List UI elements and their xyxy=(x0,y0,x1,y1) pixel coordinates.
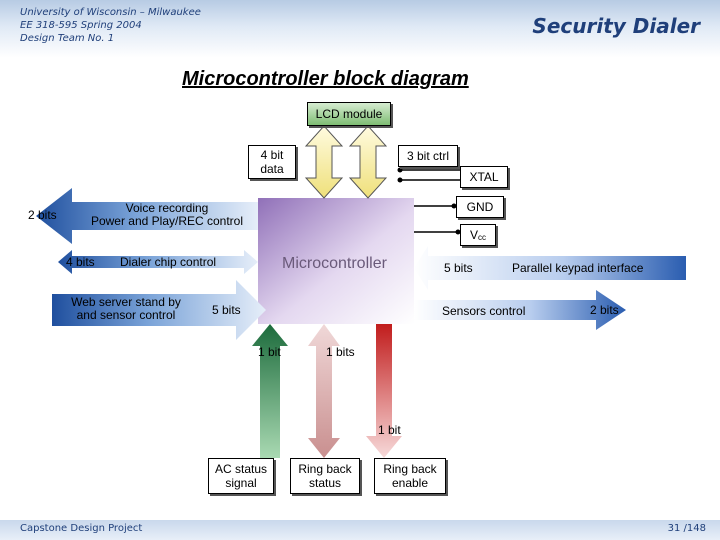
app-title: Security Dialer xyxy=(532,14,700,38)
ring-enable-line2: enable xyxy=(391,476,429,490)
ring-enable-bits-label: 1 bit xyxy=(378,423,401,437)
page-number: 31 /148 xyxy=(667,523,706,534)
lcd-ctrl-box: 3 bit ctrl xyxy=(398,145,458,167)
ac-status-arrow xyxy=(252,324,288,458)
microcontroller-label: Microcontroller xyxy=(282,255,387,272)
ring-status-line2: status xyxy=(308,476,341,490)
ac-status-line1: AC status xyxy=(214,462,268,476)
voice-label-line1: Voice recording xyxy=(125,201,209,215)
dialer-label: Dialer chip control xyxy=(120,255,217,269)
microcontroller-block xyxy=(258,198,414,324)
web-bits-label: 5 bits xyxy=(212,303,241,317)
ac-bits-label: 1 bit xyxy=(258,345,281,359)
vcc-node xyxy=(455,229,461,235)
ac-status-box: AC status signal xyxy=(208,458,274,494)
lcd-data-arrow xyxy=(304,125,344,199)
footer-project: Capstone Design Project xyxy=(20,523,143,534)
keypad-arrow xyxy=(414,246,686,290)
dialer-bits-label: 4 bits xyxy=(66,255,95,269)
ac-status-line2: signal xyxy=(225,476,257,490)
university-line: University of Wisconsin – Milwaukee xyxy=(20,7,201,18)
web-label-line2: and sensor control xyxy=(76,308,176,322)
ring-back-status-box: Ring back status xyxy=(290,458,360,494)
vcc-subscript: cc xyxy=(478,233,486,242)
xtal-node-2 xyxy=(397,177,403,183)
ring-status-line1: Ring back xyxy=(298,462,352,476)
course-info: University of Wisconsin – Milwaukee EE 3… xyxy=(20,6,201,45)
lcd-module-box: LCD module xyxy=(307,102,391,126)
lcd-data-label: data xyxy=(260,162,284,176)
lcd-ctrl-arrow xyxy=(348,125,388,199)
vcc-label: V xyxy=(469,228,478,242)
team-line: Design Team No. 1 xyxy=(20,33,115,44)
lcd-data-bits: 4 bit xyxy=(260,148,284,162)
dialer-chip-arrow xyxy=(58,250,258,274)
diagram-title: Microcontroller block diagram xyxy=(182,68,469,90)
xtal-box: XTAL xyxy=(460,166,508,188)
header-band xyxy=(0,0,720,58)
lcd-data-box: 4 bit data xyxy=(248,145,296,179)
web-label: Web server stand by and sensor control xyxy=(58,296,194,322)
voice-label: Voice recording Power and Play/REC contr… xyxy=(74,202,260,228)
ring-status-bits-label: 1 bits xyxy=(326,345,355,359)
ring-enable-arrow xyxy=(366,324,402,458)
ring-back-enable-box: Ring back enable xyxy=(374,458,446,494)
sensors-arrow xyxy=(414,290,626,330)
web-server-arrow xyxy=(52,280,266,340)
course-line: EE 318-595 Spring 2004 xyxy=(20,20,142,31)
ring-enable-line1: Ring back xyxy=(383,462,437,476)
voice-label-line2: Power and Play/REC control xyxy=(90,214,244,228)
ring-status-arrow xyxy=(308,324,340,458)
voice-recording-arrow xyxy=(36,188,258,244)
keypad-bits-label: 5 bits xyxy=(444,261,473,275)
footer-band xyxy=(0,520,720,540)
sensors-bits-label: 2 bits xyxy=(590,303,619,317)
voice-bits-label: 2 bits xyxy=(28,208,57,222)
keypad-label: Parallel keypad interface xyxy=(512,261,644,275)
gnd-box: GND xyxy=(456,196,504,218)
xtal-node-1 xyxy=(397,167,403,173)
gnd-node xyxy=(451,203,457,209)
web-label-line1: Web server stand by xyxy=(71,295,181,309)
sensors-label: Sensors control xyxy=(442,304,526,318)
